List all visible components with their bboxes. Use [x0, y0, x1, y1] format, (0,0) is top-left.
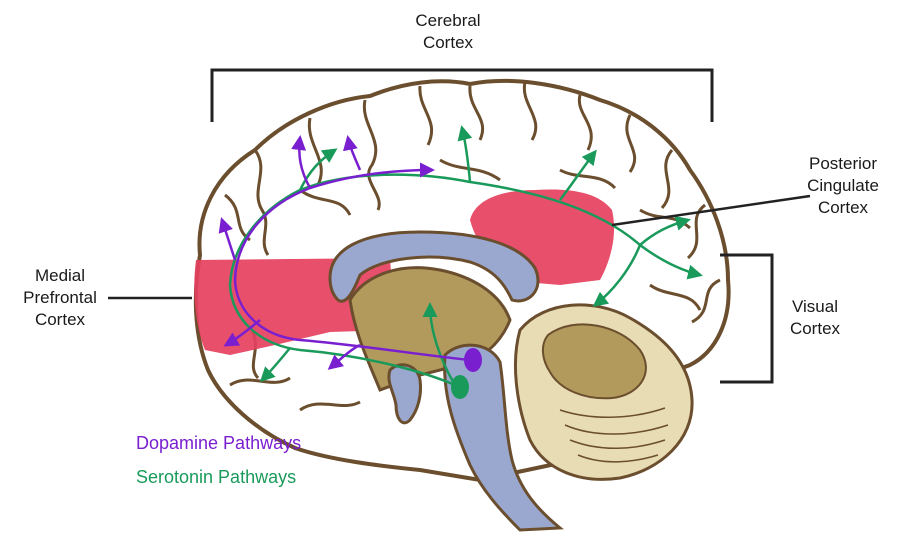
serotonin-legend: Serotonin Pathways [136, 466, 296, 488]
medial-prefrontal-label: Medial Prefrontal Cortex [12, 265, 108, 331]
serotonin-nucleus [451, 375, 469, 399]
cerebral-cortex-label: Cerebral Cortex [398, 10, 498, 54]
medial-line2: Prefrontal [12, 287, 108, 309]
visual-line2: Cortex [775, 318, 855, 340]
posterior-line1: Posterior [793, 153, 893, 175]
posterior-line2: Cingulate [793, 175, 893, 197]
dopamine-nucleus [464, 348, 482, 372]
visual-cortex-label: Visual Cortex [775, 296, 855, 340]
cerebral-line2: Cortex [398, 32, 498, 54]
posterior-cingulate-label: Posterior Cingulate Cortex [793, 153, 893, 219]
medial-line1: Medial [12, 265, 108, 287]
medial-line3: Cortex [12, 309, 108, 331]
posterior-line3: Cortex [793, 197, 893, 219]
visual-line1: Visual [775, 296, 855, 318]
cerebral-line1: Cerebral [398, 10, 498, 32]
dopamine-legend: Dopamine Pathways [136, 432, 301, 454]
